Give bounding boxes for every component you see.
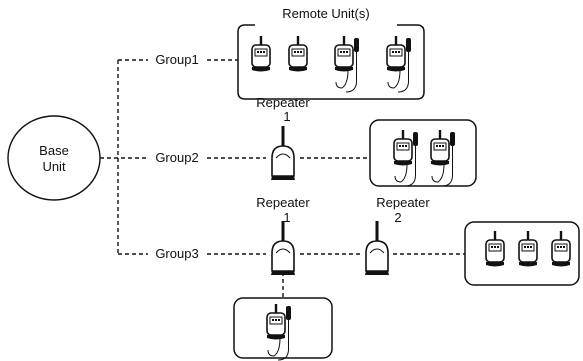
- group2-label: Group2: [155, 150, 198, 165]
- repeater-icon: [270, 220, 296, 276]
- base-unit-circle: [7, 115, 101, 201]
- group3-repeater-2: Repeater 2: [364, 195, 430, 276]
- remote-units-title: Remote Unit(s): [282, 6, 369, 21]
- base-unit-label-line1: Base: [39, 143, 69, 158]
- base-unit: Base Unit: [7, 115, 101, 201]
- repeater-label: Repeater: [376, 195, 430, 210]
- repeater-number: 1: [283, 109, 290, 124]
- group3-repeater-1: Repeater 1: [256, 195, 310, 276]
- group3-label: Group3: [155, 246, 198, 261]
- repeater-icon: [364, 220, 390, 276]
- base-unit-label-line2: Unit: [42, 159, 66, 174]
- repeater-label: Repeater: [256, 195, 310, 210]
- group1-label: Group1: [155, 52, 198, 67]
- repeater-label: Repeater: [256, 95, 310, 110]
- repeater-icon: [270, 125, 296, 181]
- repeater-number: 2: [394, 210, 401, 225]
- repeater1-remote-unit-box: [233, 297, 333, 360]
- group2-repeater: Repeater 1: [256, 95, 310, 181]
- repeater-number: 1: [283, 210, 290, 225]
- group3-remote-units-box: [464, 221, 580, 286]
- group1-remote-units-box: [237, 24, 425, 100]
- connections: [100, 59, 465, 300]
- group2-remote-units-box: [369, 119, 477, 187]
